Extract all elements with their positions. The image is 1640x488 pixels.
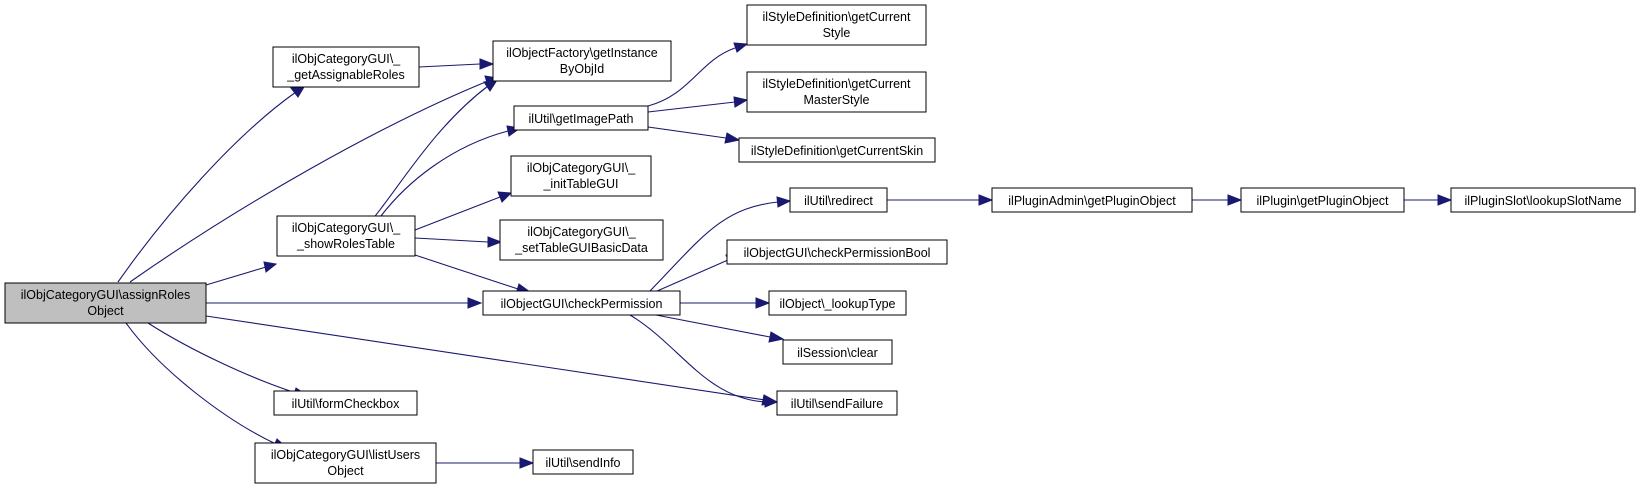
node-get-assignable-roles-line-1: ilObjCategoryGUI\_ (292, 52, 401, 66)
node-get-current-skin-label: ilStyleDefinition\getCurrentSkin (751, 144, 923, 158)
node-session-clear-label: ilSession\clear (797, 346, 878, 360)
edge-showrolestable-to-inittablegui (414, 191, 513, 231)
node-get-instance-by-obj-id-line-2: ByObjId (560, 62, 605, 76)
node-session-clear[interactable]: ilSession\clear (782, 339, 893, 365)
node-get-image-path-label: ilUtil\getImagePath (529, 112, 634, 126)
node-get-instance-by-obj-id-line-1: ilObjectFactory\getInstance (506, 46, 658, 60)
node-get-current-style[interactable]: ilStyleDefinition\getCurrent Style (746, 4, 927, 46)
edge-assign-to-formcheckbox (147, 322, 310, 399)
node-get-image-path[interactable]: ilUtil\getImagePath (513, 105, 649, 131)
edge-getimagepath-to-getcurrentskin (647, 126, 741, 144)
node-assign-roles-object-line-1: ilObjCategoryGUI\assignRoles (21, 288, 191, 302)
node-get-current-style-line-2: Style (823, 26, 851, 40)
node-check-permission-bool[interactable]: ilObjectGUI\checkPermissionBool (726, 239, 948, 265)
node-list-users-object[interactable]: ilObjCategoryGUI\listUsers Object (254, 442, 437, 484)
edge-getimagepath-to-getcurrentstyle (647, 42, 749, 107)
node-assign-roles-object-line-2: Object (87, 304, 124, 318)
node-send-failure-label: ilUtil\sendFailure (791, 397, 883, 411)
node-check-permission-bool-label: ilObjectGUI\checkPermissionBool (744, 246, 931, 260)
node-check-permission-label: ilObjectGUI\checkPermission (501, 297, 663, 311)
node-plugin-admin-get-plugin-object-label: ilPluginAdmin\getPluginObject (1008, 194, 1176, 208)
node-get-current-style-line-1: ilStyleDefinition\getCurrent (763, 10, 912, 24)
node-redirect-label: ilUtil\redirect (804, 194, 873, 208)
edge-checkpermission-to-sessionclear (655, 314, 785, 343)
node-set-table-gui-basic-data[interactable]: ilObjCategoryGUI\_ _setTableGUIBasicData (499, 219, 664, 261)
node-get-current-master-style-line-1: ilStyleDefinition\getCurrent (763, 77, 912, 91)
node-set-table-gui-basic-data-line-2: _setTableGUIBasicData (514, 241, 648, 255)
node-show-roles-table-line-2: _showRolesTable (296, 237, 395, 251)
node-show-roles-table-line-1: ilObjCategoryGUI\_ (292, 221, 401, 235)
edge-assign-to-getassignableroles (117, 86, 305, 283)
node-lookup-slot-name[interactable]: ilPluginSlot\lookupSlotName (1450, 187, 1636, 213)
edge-assign-to-showrolestable (205, 261, 278, 286)
node-lookup-type[interactable]: ilObject\_lookupType (768, 290, 907, 316)
node-lookup-slot-name-label: ilPluginSlot\lookupSlotName (1464, 194, 1621, 208)
node-send-info[interactable]: ilUtil\sendInfo (532, 449, 634, 475)
node-set-table-gui-basic-data-line-1: ilObjCategoryGUI\_ (527, 225, 636, 239)
node-init-table-gui-line-2: _initTableGUI (542, 177, 618, 191)
edge-plugin-to-lookupslotname (1404, 194, 1453, 206)
node-get-current-master-style-line-2: MasterStyle (804, 93, 870, 107)
edge-checkpermission-to-sendfailure (629, 314, 779, 408)
node-get-current-skin[interactable]: ilStyleDefinition\getCurrentSkin (738, 137, 936, 163)
node-form-checkbox[interactable]: ilUtil\formCheckbox (273, 390, 418, 416)
edge-getassignableroles-to-getinstance (418, 58, 495, 70)
node-get-instance-by-obj-id[interactable]: ilObjectFactory\getInstance ByObjId (492, 40, 672, 82)
node-get-assignable-roles-line-2: _getAssignableRoles (286, 68, 404, 82)
node-list-users-object-line-1: ilObjCategoryGUI\listUsers (271, 448, 420, 462)
node-send-info-label: ilUtil\sendInfo (545, 456, 620, 470)
node-plugin-get-plugin-object[interactable]: ilPlugin\getPluginObject (1240, 187, 1405, 213)
node-init-table-gui[interactable]: ilObjCategoryGUI\_ _initTableGUI (510, 155, 652, 197)
node-lookup-type-label: ilObject\_lookupType (779, 297, 895, 311)
edge-showrolestable-to-checkpermission (414, 254, 532, 295)
node-check-permission[interactable]: ilObjectGUI\checkPermission (482, 290, 681, 316)
edge-getimagepath-to-getcurrentmasterstyle (647, 96, 749, 113)
edge-showrolestable-to-getinstance (365, 79, 499, 228)
edge-listusers-to-sendinfo (436, 457, 535, 469)
edge-checkpermission-to-lookuptype (680, 297, 771, 309)
node-list-users-object-line-2: Object (327, 464, 364, 478)
edge-showrolestable-to-settable (414, 236, 503, 248)
node-plugin-admin-get-plugin-object[interactable]: ilPluginAdmin\getPluginObject (991, 187, 1193, 213)
nodes: ilObjCategoryGUI\assignRoles Object ilOb… (4, 4, 1636, 484)
node-plugin-get-plugin-object-label: ilPlugin\getPluginObject (1256, 194, 1389, 208)
node-show-roles-table[interactable]: ilObjCategoryGUI\_ _showRolesTable (276, 215, 416, 257)
edge-checkpermission-to-redirect (647, 196, 792, 294)
edge-pluginadmin-to-plugin (1192, 194, 1243, 206)
node-init-table-gui-line-1: ilObjCategoryGUI\_ (527, 161, 636, 175)
node-redirect[interactable]: ilUtil\redirect (789, 187, 888, 213)
node-send-failure[interactable]: ilUtil\sendFailure (776, 390, 898, 416)
node-get-current-master-style[interactable]: ilStyleDefinition\getCurrent MasterStyle (746, 71, 927, 113)
edges (117, 42, 1453, 469)
edge-assign-to-listusers (125, 322, 289, 449)
node-assign-roles-object[interactable]: ilObjCategoryGUI\assignRoles Object (4, 282, 207, 324)
node-form-checkbox-label: ilUtil\formCheckbox (292, 397, 400, 411)
edge-checkpermission-to-checkpermissionbool (647, 254, 741, 296)
edge-redirect-to-pluginadmin (887, 194, 994, 206)
edge-assign-to-checkpermission (206, 297, 483, 309)
node-get-assignable-roles[interactable]: ilObjCategoryGUI\_ _getAssignableRoles (272, 46, 420, 88)
edge-showrolestable-to-getimagepath (372, 125, 522, 228)
